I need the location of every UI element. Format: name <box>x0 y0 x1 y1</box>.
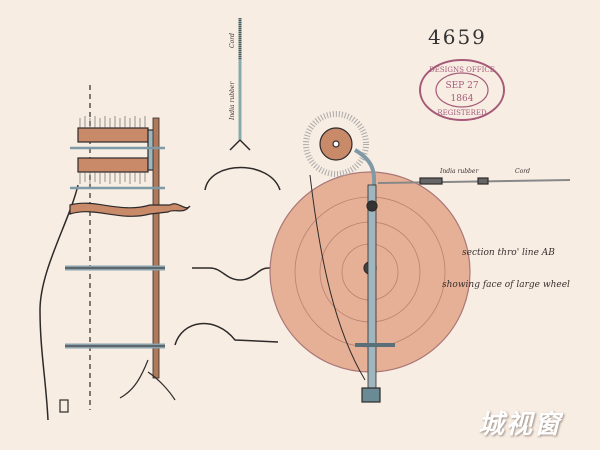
foot-block <box>361 387 381 403</box>
crossbars <box>65 265 165 349</box>
wooden-arm <box>69 202 191 217</box>
drive-band <box>309 174 366 381</box>
upper-pivot <box>366 200 378 212</box>
brush-bristles <box>79 116 146 184</box>
upright-post <box>152 117 160 379</box>
arc-profile <box>174 323 279 346</box>
watermark: 城视窗 <box>478 410 563 440</box>
fork-arc <box>204 139 281 191</box>
registration-stamp: DESIGNS OFFICE SEP 27 1864 REGISTERED <box>419 59 505 121</box>
cord-label-vertical: Cord <box>229 33 236 48</box>
foot-pedal <box>59 399 69 413</box>
right-section-figure: India rubber Cord <box>269 111 571 403</box>
base-feet <box>119 359 176 401</box>
brush-roller-top <box>77 127 149 143</box>
face-caption: showing face of large wheel <box>442 280 570 290</box>
vertical-shaft <box>367 184 377 391</box>
stamp-date: SEP 27 <box>445 81 478 91</box>
middle-detail-figures: India rubber Cord <box>174 18 281 346</box>
brush-roller-bottom <box>77 157 149 173</box>
cord-line <box>377 179 571 184</box>
frame-curve <box>39 184 79 421</box>
stamp-bottom-text: REGISTERED <box>437 109 487 117</box>
bracket-profile <box>192 267 280 281</box>
left-elevation-figure <box>39 85 191 421</box>
section-caption: section thro' line AB <box>462 248 555 258</box>
india-rubber-label-vertical: India rubber <box>229 81 236 121</box>
axle-bars <box>70 146 165 190</box>
stamp-top-text: DESIGNS OFFICE <box>429 66 495 74</box>
stamp-year: 1864 <box>451 94 474 104</box>
cord-label: Cord <box>515 168 530 175</box>
india-rubber-label: India rubber <box>439 168 479 175</box>
brush-wheel-bristles <box>303 111 369 177</box>
registration-number: 4659 <box>428 25 487 49</box>
